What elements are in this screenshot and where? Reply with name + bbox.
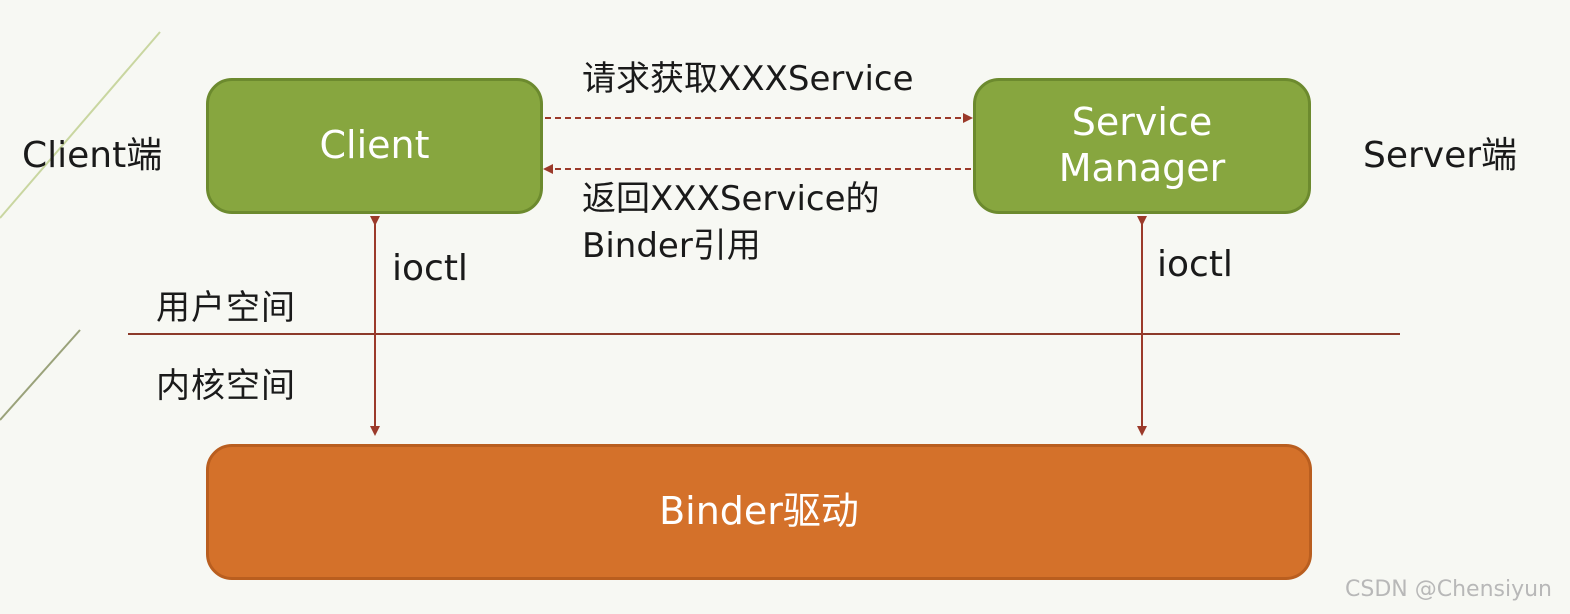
response-label: 返回XXXService的 Binder引用 xyxy=(582,176,880,270)
watermark: CSDN @Chensiyun xyxy=(1345,577,1552,602)
server-side-label: Server端 xyxy=(1363,135,1518,176)
kernel-space-label: 内核空间 xyxy=(156,366,296,406)
ioctl-client-label: ioctl xyxy=(392,248,468,289)
service-manager-node: Service Manager xyxy=(973,78,1311,214)
service-manager-node-label: Service Manager xyxy=(1058,100,1226,190)
binder-driver-node: Binder驱动 xyxy=(206,444,1312,580)
ioctl-server-label: ioctl xyxy=(1157,244,1233,285)
binder-driver-node-label: Binder驱动 xyxy=(659,489,859,534)
client-side-label: Client端 xyxy=(22,135,163,176)
response-label-line1: 返回XXXService的 xyxy=(582,179,880,219)
request-label: 请求获取XXXService xyxy=(582,59,914,99)
client-node-label: Client xyxy=(319,123,430,168)
response-label-line2: Binder引用 xyxy=(582,225,761,266)
client-node: Client xyxy=(206,78,543,214)
user-space-label: 用户空间 xyxy=(156,288,296,328)
